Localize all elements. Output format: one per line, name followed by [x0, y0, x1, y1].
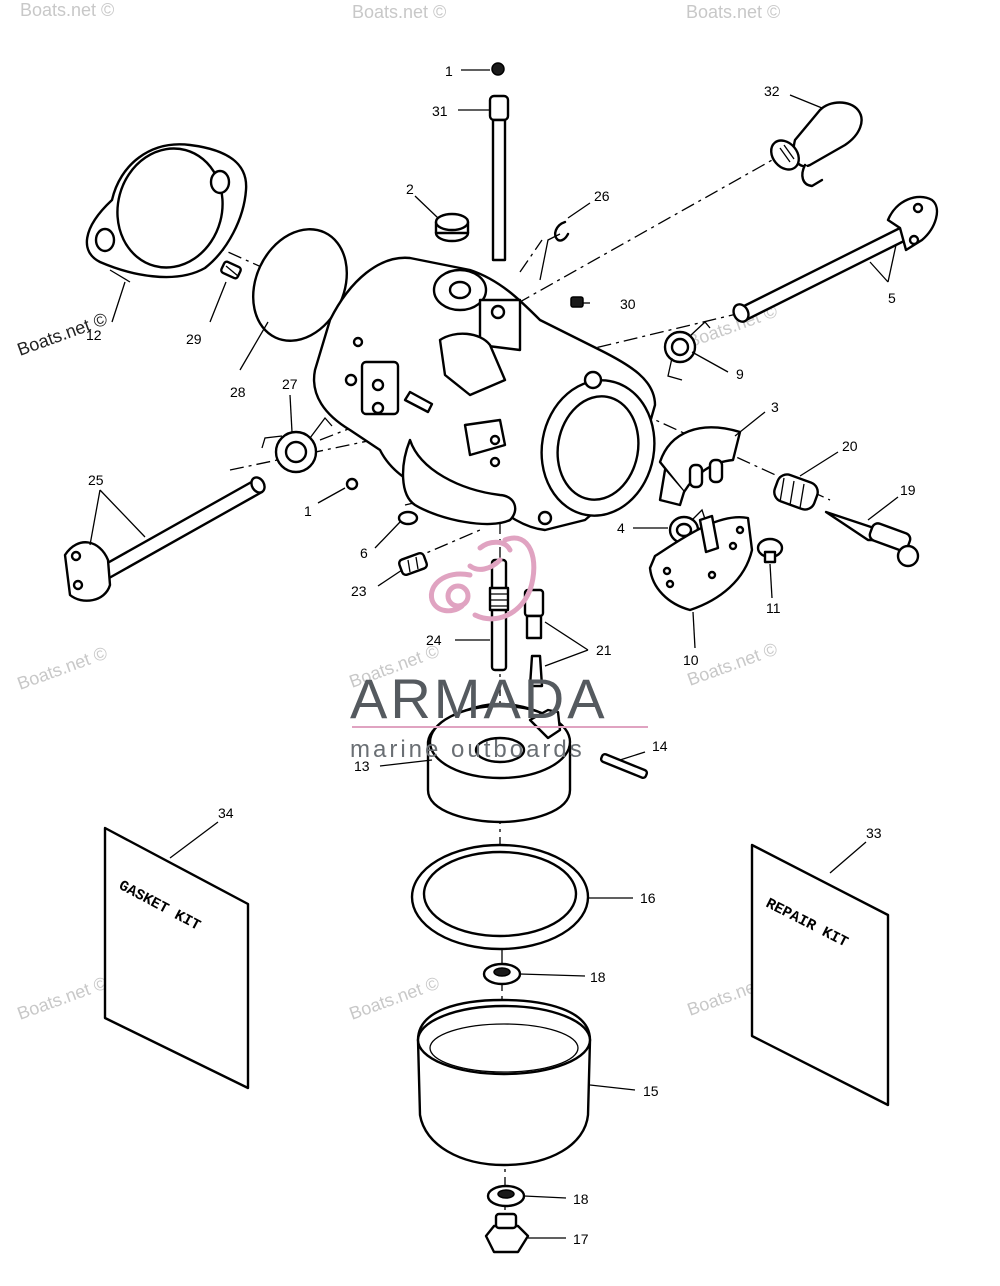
retaining-clip [554, 220, 570, 242]
gasket-kit-card: GASKET KIT [103, 826, 250, 1090]
watermark-text: Boats.net © [685, 639, 780, 690]
mounting-bracket [648, 514, 754, 612]
watermark-text: Boats.net © [20, 0, 114, 20]
part-label-28: 28 [230, 384, 246, 400]
throttle-shaft [732, 195, 939, 323]
armada-logo: ARMADA marine outboards [350, 535, 648, 763]
set-screw [570, 296, 584, 308]
part-label-13: 13 [354, 758, 370, 774]
part-label-10: 10 [683, 652, 699, 668]
elbow-fitting [770, 101, 863, 188]
watermark-text: Boats.net © [15, 643, 110, 694]
part-label-16: 16 [640, 890, 656, 906]
part-label-18-lower: 18 [573, 1191, 589, 1207]
part-label-1: 1 [445, 63, 453, 79]
watermark-text: Boats.net © [352, 2, 446, 22]
armada-tagline: marine outboards [350, 736, 585, 763]
watermark-text: Boats.net © [347, 973, 442, 1024]
part-label-17: 17 [573, 1231, 589, 1247]
part-label-20: 20 [842, 438, 858, 454]
watermark-text: Boats.net © [15, 973, 110, 1024]
small-screw [220, 260, 242, 280]
bowl-washer-lower [486, 1184, 526, 1208]
choke-shaft [63, 476, 266, 602]
part-number-labels: 1 31 32 2 26 30 5 12 29 28 27 9 3 20 19 … [86, 63, 916, 1247]
part-label-14: 14 [652, 738, 668, 754]
part-label-1-mid: 1 [304, 503, 312, 519]
check-ball [345, 477, 359, 491]
plug-screw [397, 551, 429, 577]
watermark-text: Boats.net © [686, 2, 780, 22]
cap-plug [434, 212, 470, 243]
part-label-3: 3 [771, 399, 779, 415]
repair-kit-card: REPAIR KIT [750, 843, 890, 1107]
part-label-25: 25 [88, 472, 104, 488]
part-label-30: 30 [620, 296, 636, 312]
part-label-12: 12 [86, 327, 102, 343]
flange-gasket [85, 143, 248, 279]
part-label-33: 33 [866, 825, 882, 841]
small-washer [397, 510, 419, 526]
idle-screw-spring [773, 473, 819, 511]
part-label-2: 2 [406, 181, 414, 197]
bowl-drain-bolt [484, 1212, 530, 1254]
part-label-23: 23 [351, 583, 367, 599]
float-hinge-pin [599, 753, 649, 779]
carburetor-body [312, 256, 657, 532]
part-label-34: 34 [218, 805, 234, 821]
part-label-5: 5 [888, 290, 896, 306]
float-bowl [416, 998, 592, 1167]
armada-brand-name: ARMADA [350, 667, 608, 730]
long-pin [488, 94, 510, 262]
part-label-6: 6 [360, 545, 368, 561]
part-label-18-upper: 18 [590, 969, 606, 985]
throttle-cam [658, 426, 742, 507]
part-label-31: 31 [432, 103, 448, 119]
part-label-11: 11 [766, 600, 781, 616]
armada-logo-mark [428, 535, 537, 622]
bracket-screw [756, 537, 784, 564]
leader-lines [89, 69, 899, 1239]
part-label-15: 15 [643, 1083, 659, 1099]
float-pin [488, 558, 510, 672]
throttle-spring [663, 321, 711, 381]
part-label-32: 32 [764, 83, 780, 99]
part-label-29: 29 [186, 331, 202, 347]
part-label-26: 26 [594, 188, 610, 204]
top-nut [491, 62, 505, 76]
part-label-24: 24 [426, 632, 442, 648]
part-label-19: 19 [900, 482, 916, 498]
part-label-9: 9 [736, 366, 744, 382]
carburetor-float [426, 702, 572, 824]
float-bowl-gasket [410, 843, 590, 951]
part-label-21: 21 [596, 642, 612, 658]
part-label-27: 27 [282, 376, 298, 392]
bowl-washer-upper [482, 962, 522, 986]
part-label-4: 4 [617, 520, 625, 536]
choke-spring [261, 416, 333, 474]
needle-screw [824, 510, 920, 568]
